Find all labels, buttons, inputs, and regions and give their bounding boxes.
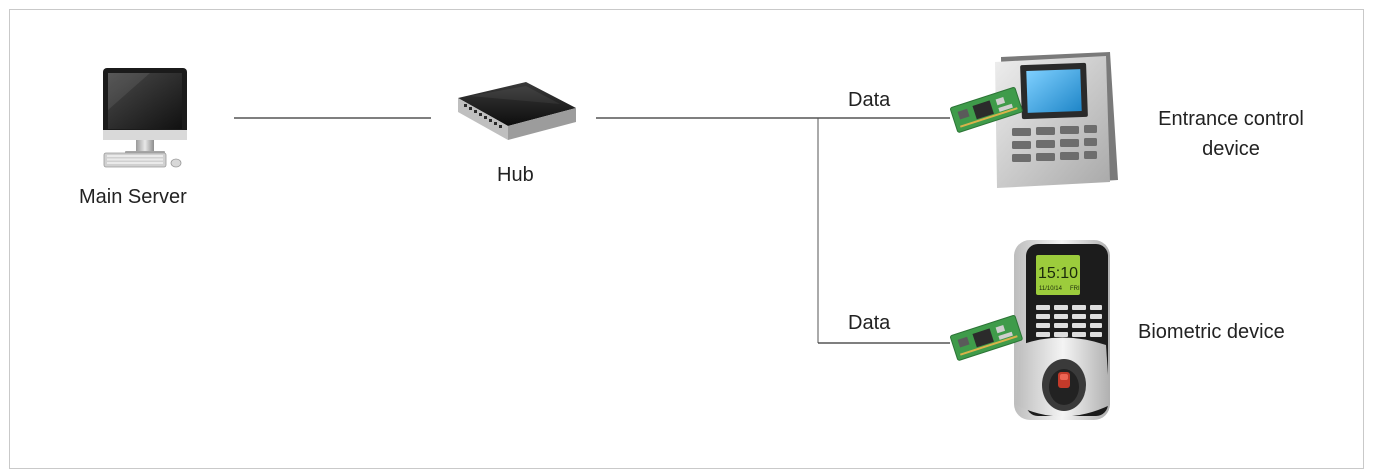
biometric-date: 11/10/14 [1039, 286, 1063, 292]
circuit-board-icon [950, 315, 1023, 361]
entrance-control-label: Entrance control device [1132, 107, 1330, 161]
diagram-frame [9, 9, 1364, 469]
data-label-top: Data [848, 89, 891, 111]
access-control-terminal-icon [995, 52, 1118, 188]
biometric-day: FRI [1070, 286, 1080, 292]
hub-label: Hub [497, 164, 534, 186]
fingerprint-terminal-icon: 15:10 11/10/14 FRI [1014, 240, 1110, 420]
computer-icon [103, 68, 187, 168]
biometric-device-label: Biometric device [1138, 321, 1285, 343]
main-server-label: Main Server [79, 186, 187, 208]
entrance-control-label-line2: device [1202, 138, 1260, 160]
circuit-board-icon [950, 87, 1023, 133]
entrance-control-label-line1: Entrance control [1158, 108, 1304, 130]
biometric-time: 15:10 [1038, 265, 1078, 282]
hub-icon [458, 82, 576, 140]
data-label-bottom: Data [848, 312, 891, 334]
